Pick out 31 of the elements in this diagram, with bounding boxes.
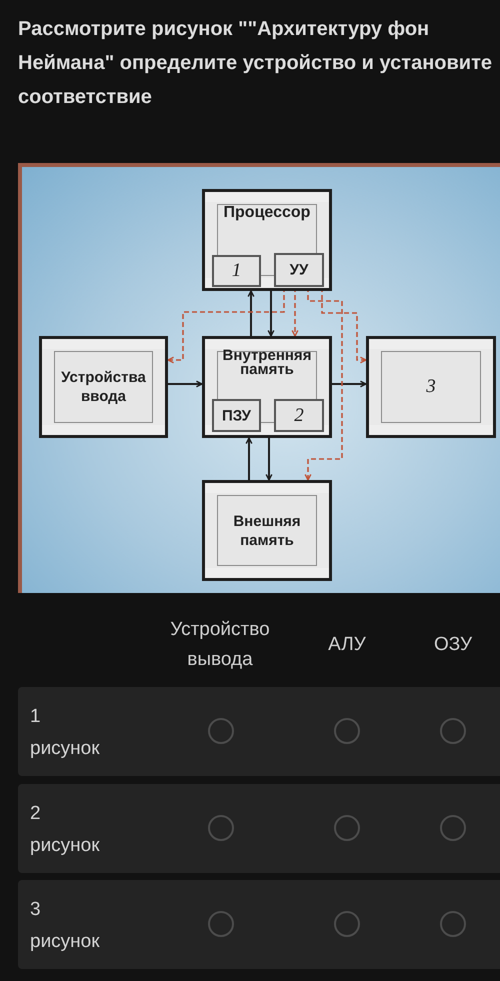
data-arrow	[266, 438, 272, 481]
box-label: УУ	[288, 260, 310, 280]
data-arrow	[246, 437, 252, 480]
box-label: ПЗУ	[221, 406, 252, 425]
memory-box	[202, 480, 332, 581]
data-arrow	[332, 380, 367, 388]
device-box	[366, 336, 496, 438]
question-text: Рассмотрите рисунок ""Архитектуру фон Неймана" определите устройство и установите соответствие	[18, 17, 494, 110]
device-box	[39, 336, 168, 438]
row-label: 3 рисунок	[30, 898, 101, 954]
callout-number: 1	[230, 260, 242, 282]
box-label: Процессор	[222, 204, 312, 222]
data-arrow	[268, 291, 274, 337]
unit-box	[274, 399, 324, 432]
unit-box	[212, 399, 261, 432]
data-arrow	[168, 380, 203, 388]
processor-box	[202, 189, 332, 291]
callout-number: 3	[425, 376, 437, 398]
row-label: 2 рисунок	[30, 802, 101, 858]
memory-box	[202, 336, 332, 438]
box-label: Внешняя память	[232, 512, 302, 550]
column-header: АЛУ	[327, 633, 367, 657]
unit-box	[274, 253, 324, 287]
column-header: Устройство вывода	[169, 618, 271, 672]
box-label: Устройства ввода	[60, 368, 147, 406]
row-label: 1 рисунок	[30, 705, 101, 761]
column-header: ОЗУ	[432, 633, 474, 657]
unit-box	[212, 255, 261, 287]
box-label: Внутренняя память	[222, 349, 312, 377]
callout-number: 2	[293, 404, 305, 426]
data-arrow	[248, 290, 254, 336]
